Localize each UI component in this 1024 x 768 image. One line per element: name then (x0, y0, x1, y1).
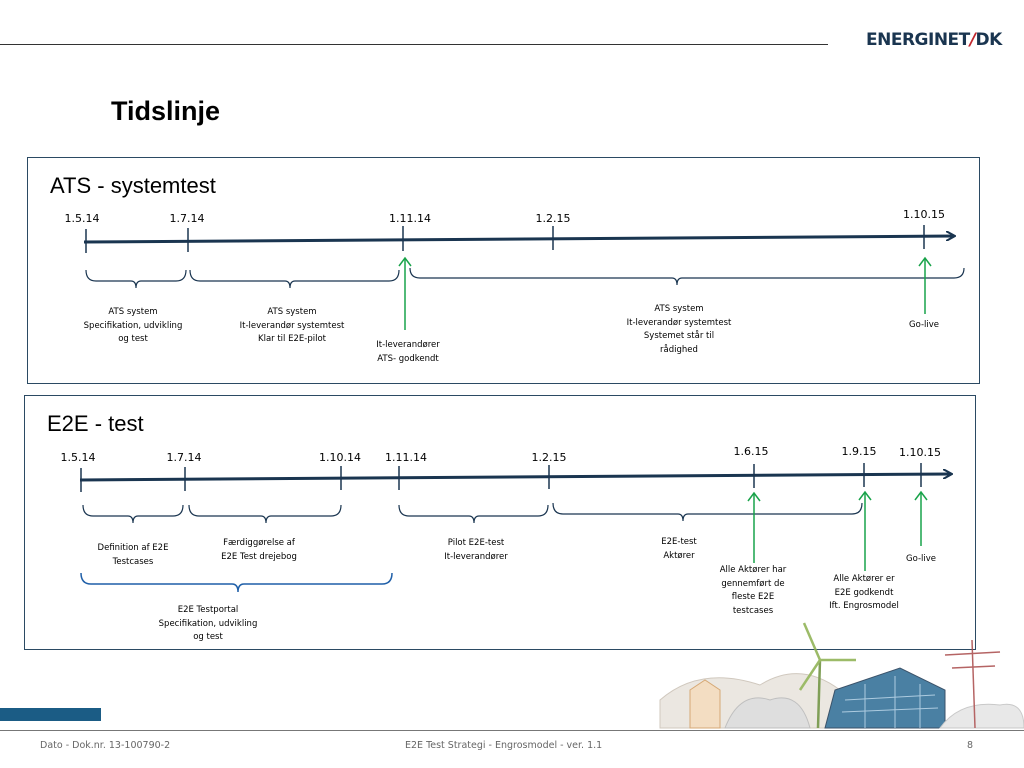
slide-title: Tidslinje (111, 96, 221, 126)
ats-label-golive: Go-live (909, 320, 939, 330)
footer-doc-number: Dato - Dok.nr. 13-100790-2 (40, 740, 171, 751)
accent-bar (0, 708, 101, 721)
e2e-date-3: 1.10.14 (319, 451, 361, 464)
footer-page-number: 8 (967, 740, 974, 751)
ats-date-5: 1.10.15 (903, 208, 945, 221)
e2e-date-1: 1.5.14 (60, 451, 96, 464)
footer-presentation-title: E2E Test Strategi - Engrosmodel - ver. 1… (405, 740, 603, 751)
ats-date-3: 1.11.14 (389, 212, 431, 225)
ats-date-2: 1.7.14 (169, 212, 205, 225)
header-divider (0, 44, 828, 45)
ats-panel-title: ATS - systemtest (50, 173, 216, 198)
e2e-date-4: 1.11.14 (385, 451, 427, 464)
e2e-date-5: 1.2.15 (531, 451, 567, 464)
ats-panel (27, 157, 980, 384)
ats-date-4: 1.2.15 (535, 212, 571, 225)
e2e-date-8: 1.10.15 (899, 446, 941, 459)
footer-divider (0, 730, 1024, 731)
e2e-date-6: 1.6.15 (733, 445, 769, 458)
e2e-date-7: 1.9.15 (841, 445, 877, 458)
e2e-panel (24, 395, 976, 650)
e2e-panel-title: E2E - test (47, 411, 144, 436)
ats-date-1: 1.5.14 (64, 212, 100, 225)
e2e-label-golive: Go-live (906, 554, 936, 564)
e2e-date-2: 1.7.14 (166, 451, 202, 464)
energinet-logo: ENERGINET/DK (866, 30, 1002, 50)
